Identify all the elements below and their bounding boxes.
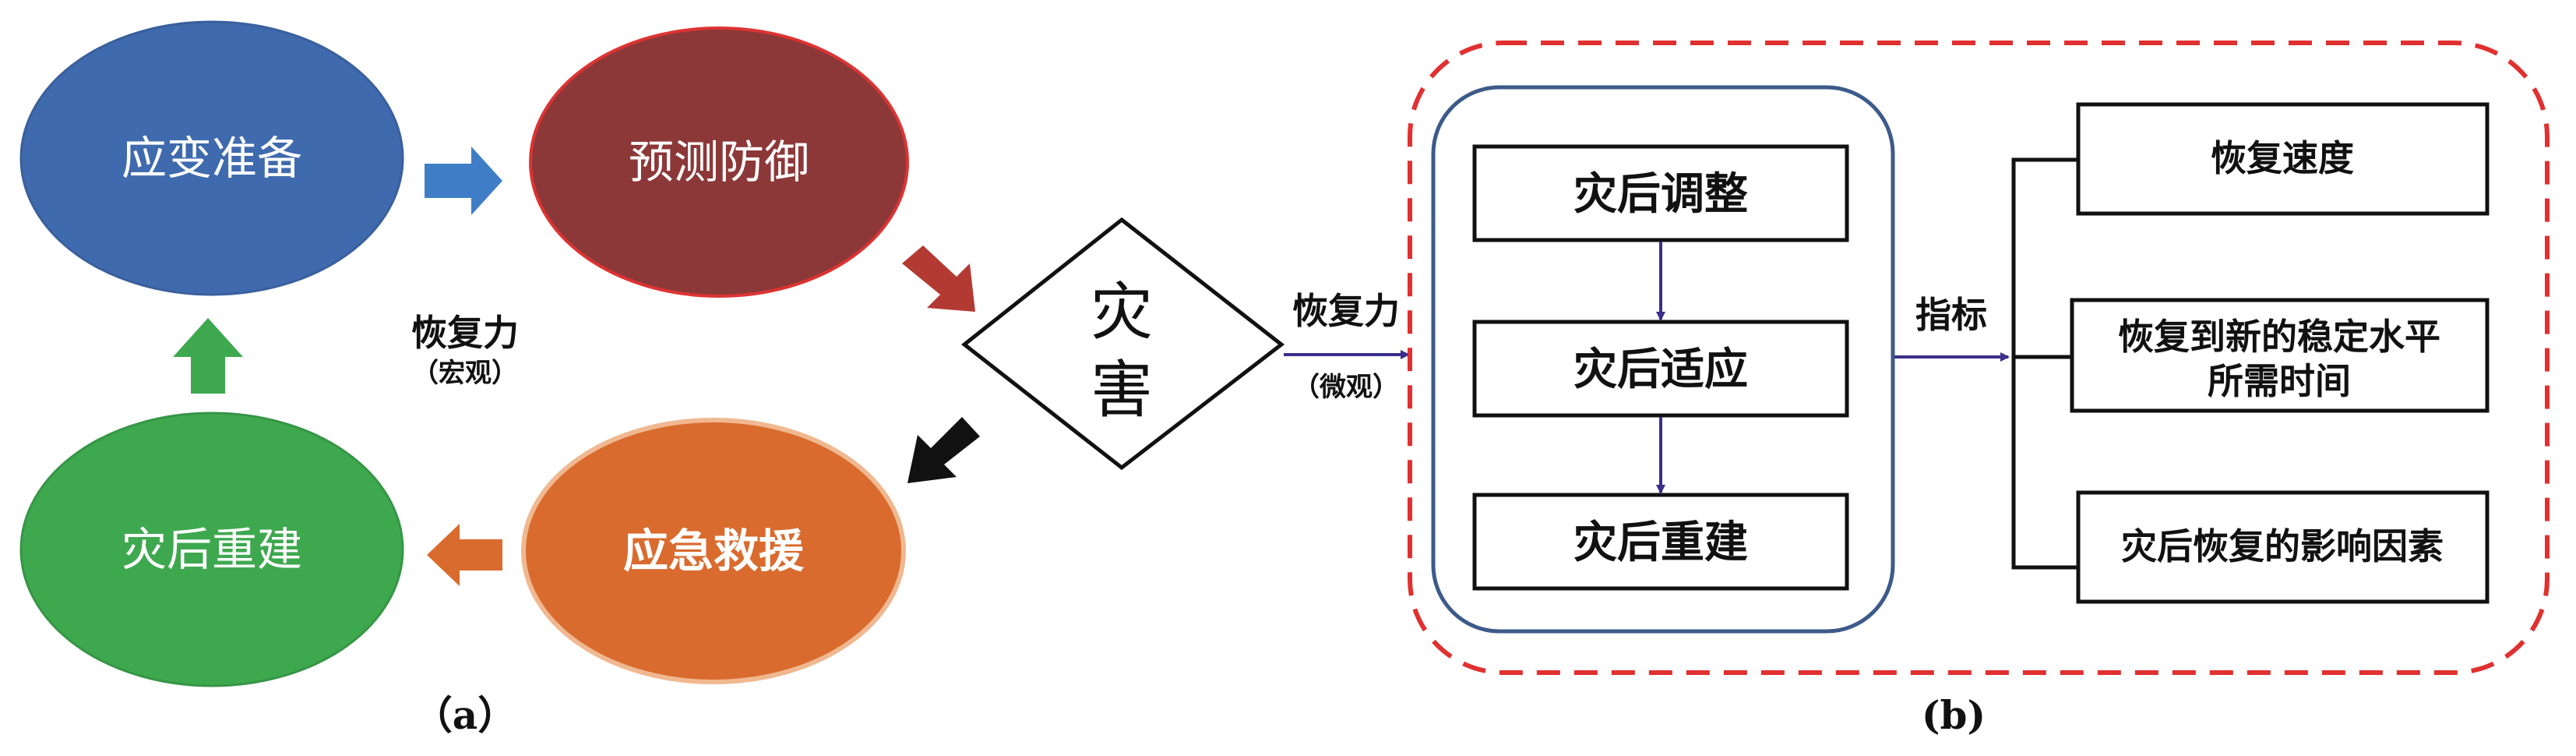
arrow-downleft-black (907, 417, 980, 483)
panel-a: 应变准备 预测防御 应急救援 灾后重建 恢复力 （宏观） （a） (19, 20, 980, 738)
indicator-factors-label: 灾后恢复的影响因素 (2121, 525, 2444, 567)
panel-b-dashed-frame (1408, 41, 2550, 675)
panel-b: 灾后调整 灾后适应 灾后重建 指标 恢复速度 恢复到新的稳定水平 所需时间 灾后… (1408, 41, 2550, 738)
node-reconstruction-label: 灾后重建 (122, 523, 302, 576)
stage-box-reconstruction (1472, 493, 1849, 591)
indicator-time-label-1: 恢复到新的稳定水平 (2118, 316, 2440, 358)
node-preparedness (19, 20, 404, 296)
disaster-diamond (960, 217, 1285, 471)
resilience-micro-sublabel: （微观） (1293, 372, 1399, 403)
resilience-macro-sublabel: （宏观） (412, 358, 518, 389)
arrow-up-green (173, 318, 243, 394)
indicator-time-label-2: 所需时间 (2208, 360, 2351, 402)
stage-adaptation-label: 灾后适应 (1573, 344, 1748, 395)
node-reconstruction (19, 412, 404, 687)
indicator-bracket (2011, 157, 2078, 570)
panel-b-caption: (b) (1922, 692, 1986, 738)
disaster-node: 灾 害 (960, 217, 1285, 471)
indicator-box-factors (2076, 490, 2490, 604)
stage-adjustment-label: 灾后调整 (1573, 168, 1748, 220)
indicator-box-speed (2076, 102, 2490, 216)
indicator-box-time (2070, 298, 2490, 413)
resilience-macro-label: 恢复力 (411, 312, 519, 354)
resilience-micro-label: 恢复力 (1292, 290, 1400, 332)
stage-box-adjustment (1472, 144, 1849, 242)
stage-box-adaptation (1472, 320, 1849, 418)
node-emergency-rescue (521, 418, 906, 684)
panel-a-caption: （a） (414, 692, 516, 738)
indicator-label: 指标 (1915, 294, 1987, 336)
indicator-speed-label: 恢复速度 (2211, 137, 2354, 179)
arrow-down-red (902, 246, 975, 312)
micro-link: 恢复力 （微观） (1284, 290, 1410, 403)
node-emergency-rescue-label: 应急救援 (623, 525, 805, 578)
disaster-label-1: 灾 (1091, 276, 1153, 348)
node-forecast-defense (529, 26, 909, 298)
arrow-left-orange (427, 524, 502, 586)
node-preparedness-label: 应变准备 (122, 132, 302, 185)
stage-reconstruction-label: 灾后重建 (1573, 517, 1748, 568)
node-forecast-defense-label: 预测防御 (629, 136, 809, 189)
disaster-label-2: 害 (1091, 354, 1153, 426)
arrow-right-blue (425, 147, 502, 215)
